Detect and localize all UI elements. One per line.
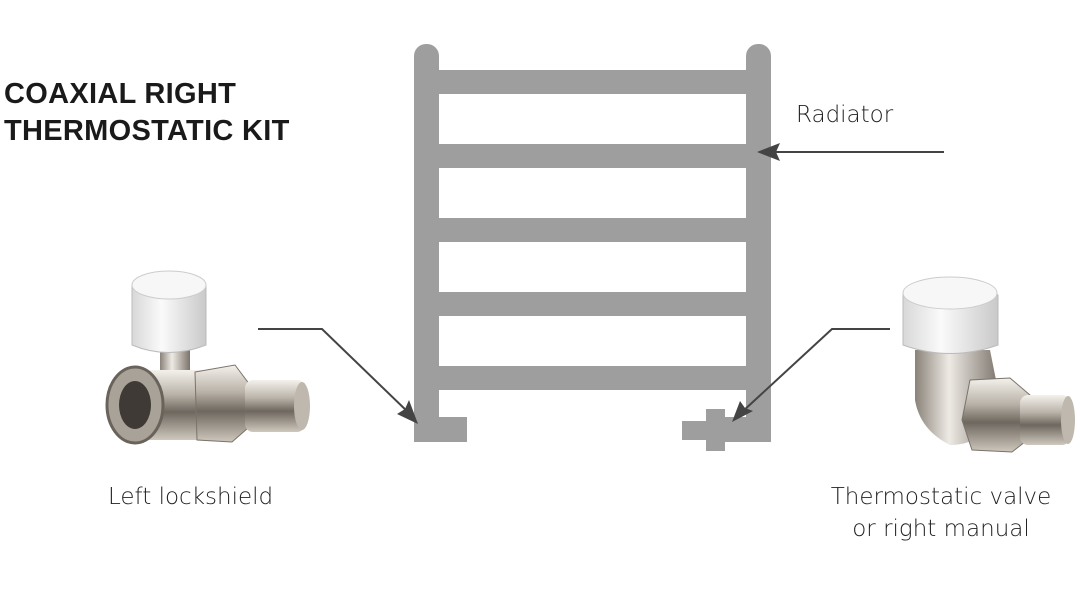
right-arrow-icon bbox=[732, 401, 753, 422]
left-lockshield-label: Left lockshield bbox=[108, 484, 274, 510]
title-line-2: THERMOSTATIC KIT bbox=[4, 115, 290, 147]
thermostatic-valve-label: Thermostatic valve or right manual bbox=[816, 481, 1066, 545]
thermostatic-valve bbox=[902, 276, 1075, 453]
left-lockshield-valve bbox=[105, 270, 310, 445]
page-title: COAXIAL RIGHT THERMOSTATIC KIT bbox=[4, 76, 290, 150]
title-line-1: COAXIAL RIGHT bbox=[4, 78, 237, 110]
radiator-label: Radiator bbox=[796, 102, 894, 128]
radiator bbox=[414, 44, 771, 451]
radiator-arrow-icon bbox=[757, 143, 780, 161]
thermostatic-label-line-1: Thermostatic valve bbox=[830, 484, 1052, 510]
thermostatic-label-line-2: or right manual bbox=[852, 516, 1030, 542]
arrows bbox=[258, 143, 944, 424]
left-arrow-icon bbox=[397, 400, 418, 424]
